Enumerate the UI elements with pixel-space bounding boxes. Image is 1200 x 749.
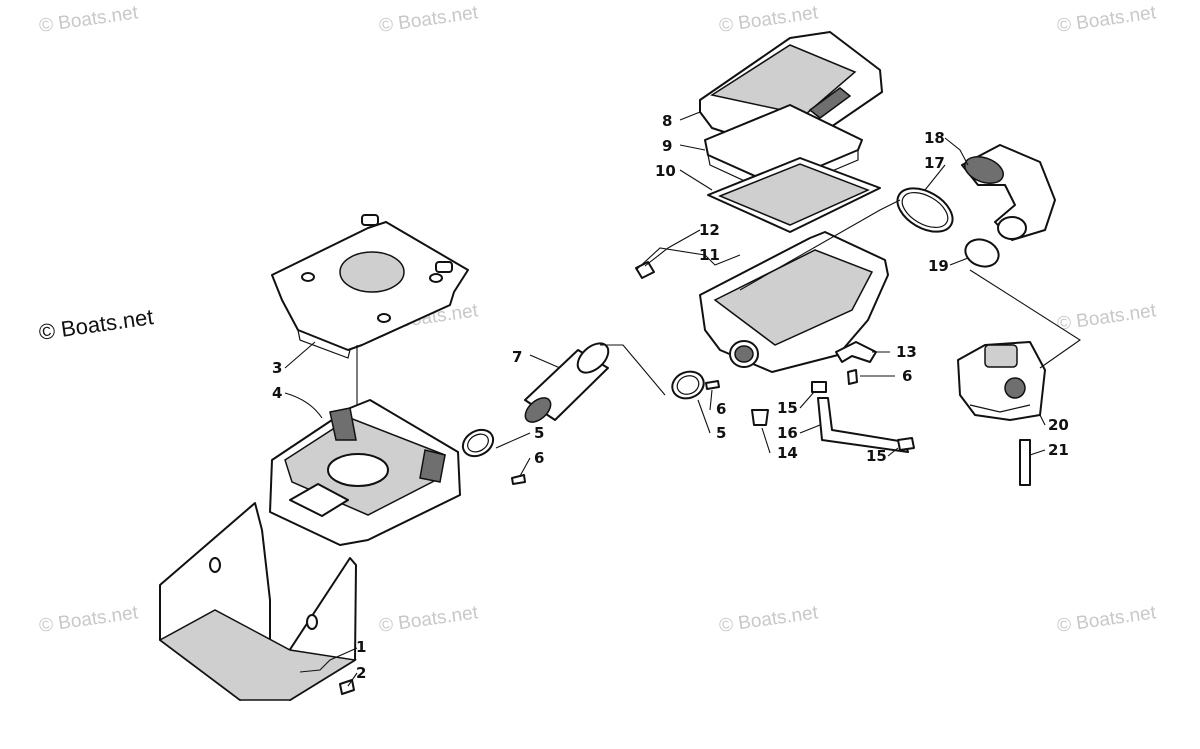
brand-label: © Boats.net xyxy=(37,304,155,345)
part-drain-valve xyxy=(751,409,769,426)
part-drain-hose xyxy=(817,397,909,453)
part-screw xyxy=(847,369,858,385)
callout-8: 8 xyxy=(662,112,672,130)
callout-20: 20 xyxy=(1048,416,1069,434)
watermark: © Boats.net xyxy=(38,602,140,637)
part-screw xyxy=(511,474,526,485)
part-clamp-left xyxy=(461,428,495,458)
part-hose-clamp xyxy=(811,381,827,393)
part-hose-clamp xyxy=(897,437,915,451)
callout-6: 6 xyxy=(716,400,726,418)
callout-2: 2 xyxy=(356,664,366,682)
callout-3: 3 xyxy=(272,359,282,377)
part-air-box-base xyxy=(269,399,461,546)
part-bracket xyxy=(835,341,877,363)
callout-12: 12 xyxy=(699,221,720,239)
part-clamp-small xyxy=(964,238,1000,268)
callout-10: 10 xyxy=(655,162,676,180)
watermark: © Boats.net xyxy=(718,602,820,637)
part-filter-screen xyxy=(707,157,881,233)
callout-6: 6 xyxy=(902,367,912,385)
part-vent-hose xyxy=(1019,439,1031,486)
part-screw xyxy=(705,380,720,390)
callout-5: 5 xyxy=(534,424,544,442)
callout-4: 4 xyxy=(272,384,282,402)
part-carburetor xyxy=(957,341,1046,421)
part-clip xyxy=(635,261,655,279)
watermark: © Boats.net xyxy=(378,602,480,637)
watermark: © Boats.net xyxy=(718,2,820,37)
callout-13: 13 xyxy=(896,343,917,361)
part-screw xyxy=(339,679,355,695)
callout-19: 19 xyxy=(928,257,949,275)
callout-18: 18 xyxy=(924,129,945,147)
callout-14: 14 xyxy=(777,444,798,462)
part-intake-tube xyxy=(524,342,610,423)
part-clamp-large xyxy=(896,187,954,233)
callout-15: 15 xyxy=(777,399,798,417)
callout-5: 5 xyxy=(716,424,726,442)
callout-15: 15 xyxy=(866,447,887,465)
part-intake-boot xyxy=(961,144,1056,241)
part-clamp-right xyxy=(671,370,705,400)
callout-7: 7 xyxy=(512,348,522,366)
part-air-box-lid xyxy=(699,31,883,151)
callout-6: 6 xyxy=(534,449,544,467)
callout-11: 11 xyxy=(699,246,720,264)
watermark: © Boats.net xyxy=(38,2,140,37)
part-top-plate xyxy=(271,214,469,359)
callout-labels: 1 2 3 4 5 5 6 6 6 7 8 9 10 12 11 13 14 1… xyxy=(272,112,1069,682)
callout-21: 21 xyxy=(1048,441,1069,459)
watermark: © Boats.net xyxy=(378,2,480,37)
callout-17: 17 xyxy=(924,154,945,172)
watermark: © Boats.net xyxy=(1056,300,1158,335)
callout-1: 1 xyxy=(356,638,366,656)
watermark: © Boats.net xyxy=(1056,602,1158,637)
callout-16: 16 xyxy=(777,424,798,442)
leader-lines xyxy=(284,111,1081,687)
watermark-layer: © Boats.net © Boats.net © Boats.net © Bo… xyxy=(38,2,1158,637)
part-heat-shield xyxy=(158,502,358,701)
part-air-box xyxy=(699,231,889,373)
callout-9: 9 xyxy=(662,137,672,155)
watermark: © Boats.net xyxy=(1056,2,1158,37)
